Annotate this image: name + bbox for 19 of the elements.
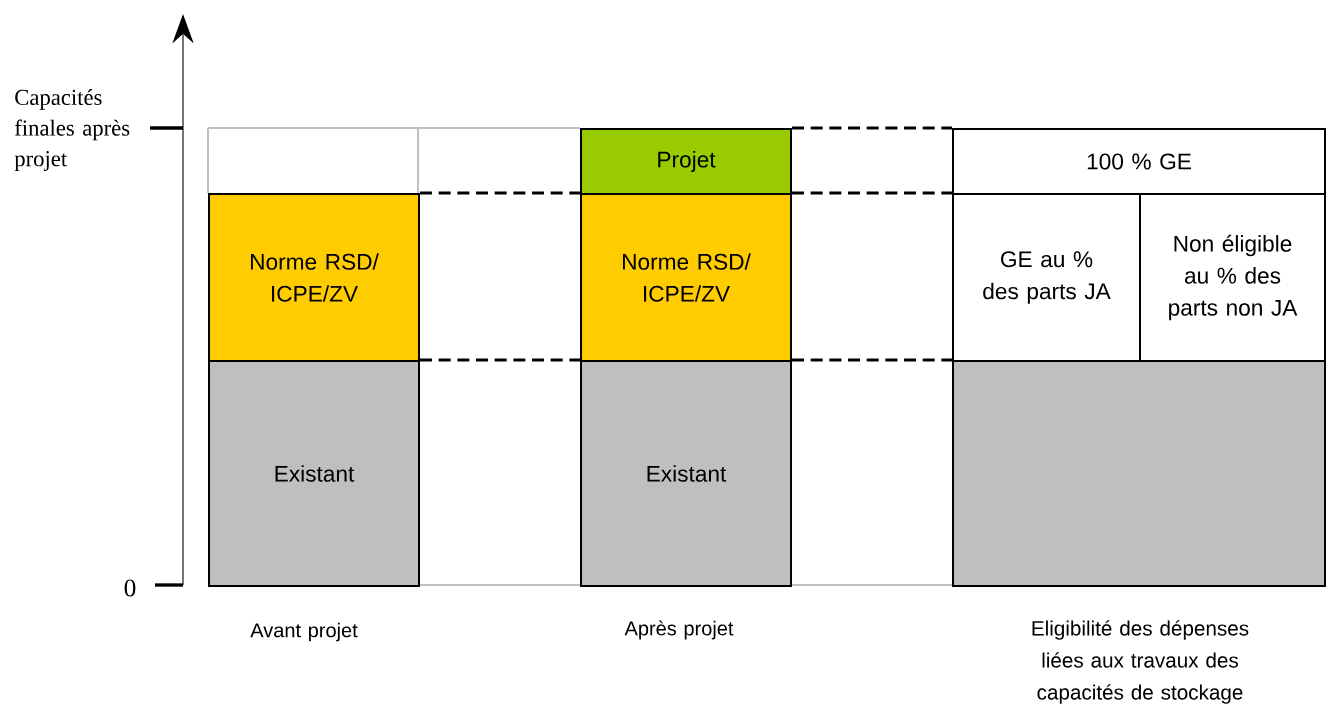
dashed-guide-line — [792, 358, 952, 362]
stacked-bar-segment: Norme RSD/ ICPE/ZV — [208, 193, 420, 362]
stacked-bar-segment: GE au % des parts JA — [952, 193, 1141, 362]
dashed-guide-line — [792, 191, 952, 195]
stacked-bar-segment — [952, 360, 1326, 587]
stacked-bar-segment: Projet — [580, 128, 792, 195]
stacked-bar-segment: Non éligible au % des parts non JA — [1139, 193, 1326, 362]
column-label: Avant projet — [250, 622, 358, 642]
stacked-bar-segment: 100 % GE — [952, 128, 1326, 195]
stacked-bar-segment: Existant — [580, 360, 792, 587]
dashed-guide-line — [420, 358, 580, 362]
axis-label: 0 — [124, 579, 136, 597]
dashed-guide-line — [792, 126, 952, 130]
column-label: Après projet — [624, 620, 734, 640]
stacked-bar-segment: Norme RSD/ ICPE/ZV — [580, 193, 792, 362]
stacked-bar-segment: Existant — [208, 360, 420, 587]
axis-label: Capacités finales après projet — [14, 89, 130, 171]
dashed-guide-line — [420, 191, 580, 195]
column-label: Eligibilité des dépenses liées aux travaux des capacités de stockage — [1032, 620, 1249, 704]
